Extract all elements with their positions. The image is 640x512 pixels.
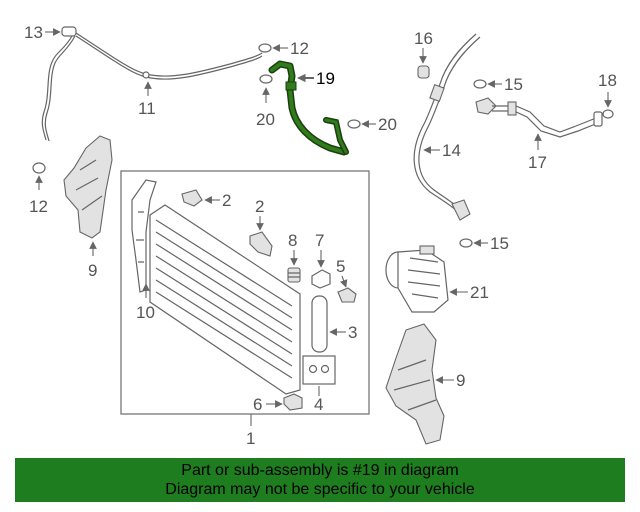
part-6-bracket[interactable]	[283, 393, 303, 411]
callout-12-left: 12	[29, 175, 48, 216]
callout-3-number: 3	[348, 323, 357, 342]
part-16-plug[interactable]	[417, 65, 430, 79]
part-15-oring-bottom[interactable]	[459, 238, 473, 248]
callout-11-number: 11	[138, 99, 156, 118]
part-11-pipe[interactable]	[41, 26, 263, 142]
callout-9-left: 9	[88, 241, 97, 280]
callout-6-number: 6	[253, 395, 262, 414]
callout-7: 7	[315, 231, 325, 268]
callout-3: 3	[329, 323, 357, 342]
callout-9-left-number: 9	[88, 261, 97, 280]
callout-20-right: 20	[361, 115, 397, 134]
part-12-oring-top[interactable]	[258, 43, 272, 53]
part-15-oring-top[interactable]	[473, 79, 487, 89]
callout-11: 11	[138, 81, 156, 118]
callout-5: 5	[336, 257, 348, 288]
callout-12-left-number: 12	[29, 197, 48, 216]
callout-2-top-number: 2	[222, 191, 231, 210]
part-12-oring-left[interactable]	[32, 162, 46, 174]
part-9-shield-left[interactable]	[63, 135, 113, 239]
callout-2-mid-number: 2	[255, 197, 264, 216]
callout-20-right-number: 20	[378, 115, 397, 134]
callout-16: 16	[414, 29, 433, 64]
callout-10: 10	[136, 283, 155, 322]
part-1-condenser-core[interactable]	[149, 204, 301, 395]
callout-5-number: 5	[336, 257, 345, 276]
callout-2-top: 2	[204, 191, 231, 210]
callout-12-top-number: 12	[290, 39, 309, 58]
callout-6: 6	[253, 395, 283, 414]
callout-14: 14	[423, 141, 461, 160]
condenser-assembly-box[interactable]	[120, 170, 370, 415]
part-3-dryer-cartridge[interactable]	[311, 295, 328, 353]
callout-10-number: 10	[136, 303, 155, 322]
part-2-bracket-mid[interactable]	[249, 231, 273, 257]
callout-19-number: 19	[316, 69, 335, 88]
callout-4-number: 4	[314, 395, 323, 414]
callout-9-right: 9	[435, 371, 465, 390]
part-20-oring-right[interactable]	[347, 119, 361, 129]
callout-8: 8	[288, 231, 298, 266]
part-20-oring-left[interactable]	[259, 74, 273, 84]
callout-21-number: 21	[470, 283, 489, 302]
part-7-plug[interactable]	[311, 269, 331, 289]
part-10-receiver-pipe[interactable]	[131, 179, 157, 293]
banner-line-2: Diagram may not be specific to your vehi…	[165, 481, 475, 498]
part-18-oring[interactable]	[602, 109, 614, 119]
part-17-pipe[interactable]	[475, 97, 603, 138]
callout-20-left-number: 20	[256, 110, 275, 129]
callout-12-top: 12	[272, 39, 309, 58]
callout-1: 1	[246, 414, 255, 448]
part-4-gasket[interactable]	[302, 355, 336, 385]
callout-2-mid: 2	[255, 197, 264, 231]
callout-18: 18	[598, 71, 617, 108]
callout-16-number: 16	[414, 29, 433, 48]
part-19-hose-highlighted[interactable]	[268, 60, 349, 156]
callout-13: 13	[24, 23, 61, 42]
callout-19: 19	[297, 69, 335, 88]
callout-15-bottom-number: 15	[490, 234, 509, 253]
callout-4: 4	[314, 386, 323, 414]
callout-17-number: 17	[528, 153, 547, 172]
callout-21: 21	[449, 283, 489, 302]
callout-15-top: 15	[487, 75, 523, 94]
part-2-bracket-top[interactable]	[181, 189, 203, 207]
info-banner: Part or sub-assembly is #19 in diagram D…	[15, 458, 625, 502]
callout-17: 17	[528, 133, 547, 172]
part-9-shield-right[interactable]	[385, 323, 445, 445]
part-14-hose[interactable]	[413, 33, 481, 221]
callout-15-top-number: 15	[504, 75, 523, 94]
callout-7-number: 7	[315, 231, 324, 250]
callout-13-number: 13	[24, 23, 43, 42]
callout-8-number: 8	[288, 231, 297, 250]
banner-line-1: Part or sub-assembly is #19 in diagram	[181, 462, 459, 479]
callout-15-bottom: 15	[473, 234, 509, 253]
callout-14-number: 14	[442, 141, 461, 160]
callout-1-number: 1	[246, 429, 255, 448]
part-21-compressor[interactable]	[385, 245, 449, 313]
part-5-bracket[interactable]	[337, 287, 357, 303]
callout-18-number: 18	[598, 71, 617, 90]
callout-20-left: 20	[256, 87, 275, 129]
part-8-cap[interactable]	[287, 267, 301, 283]
callout-9-right-number: 9	[456, 371, 465, 390]
